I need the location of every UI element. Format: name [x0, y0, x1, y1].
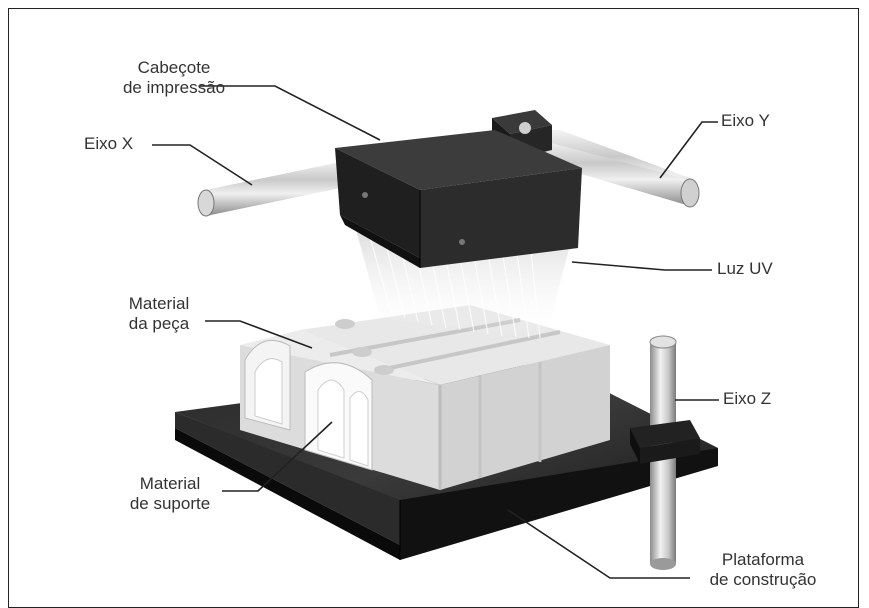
leader-luz-uv [571, 261, 712, 271]
z-axis-rod [630, 335, 700, 570]
y-carriage [492, 110, 552, 160]
label-material-peca-line1: Material [128, 294, 190, 313]
leader-cabecote [200, 85, 381, 141]
label-material-peca-line2: da peça [128, 314, 190, 333]
label-material-suporte: Material de suporte [120, 474, 220, 514]
label-luz-uv: Luz UV [717, 259, 773, 278]
support-arches [244, 339, 373, 471]
leader-material-suporte [222, 421, 333, 492]
label-material-peca: Material da peça [114, 294, 204, 334]
leader-material-peca [205, 320, 313, 349]
label-cabecote-line2: de impressão [122, 78, 226, 97]
print-head [335, 130, 582, 268]
leader-plataforma [507, 509, 690, 579]
label-material-suporte-line2: de suporte [129, 494, 211, 513]
label-plataforma-line1: Plataforma [721, 550, 805, 569]
label-material-suporte-line1: Material [139, 474, 201, 493]
label-cabecote: Cabeçote de impressão [118, 58, 230, 98]
x-axis-rod [197, 160, 350, 217]
label-plataforma-line2: de construção [709, 570, 817, 589]
label-eixo-y: Eixo Y [721, 111, 770, 130]
leader-lines [152, 85, 719, 579]
label-plataforma: Plataforma de construção [693, 550, 833, 590]
label-cabecote-line1: Cabeçote [137, 58, 211, 77]
label-eixo-z: Eixo Z [723, 389, 772, 408]
leader-eixo-y [659, 121, 718, 179]
leader-eixo-x [152, 144, 253, 186]
label-eixo-x: Eixo X [84, 134, 134, 153]
